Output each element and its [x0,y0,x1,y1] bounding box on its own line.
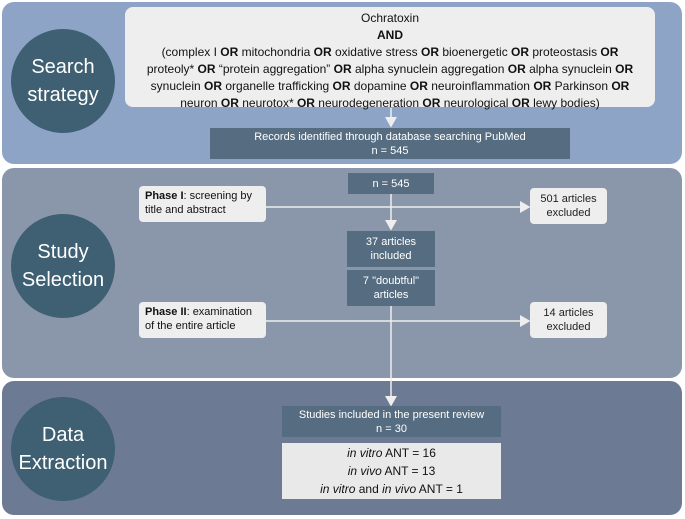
both-and: and [355,482,383,496]
included-37-count: 37 articles [365,236,417,248]
phase-1-box: Phase I: screening by title and abstract [139,186,266,222]
excluded-501-count: 501 articles [540,193,597,205]
query-line-1: (complex I OR mitochondria OR oxidative … [161,45,619,59]
query-line-3: synuclein OR organelle trafficking OR do… [150,79,630,93]
phase-2-title: Phase II [145,306,187,318]
in-vitro-term: in vitro [347,446,383,460]
studies-included-count: n = 30 [376,422,407,435]
records-label: Records identified through database sear… [254,130,526,143]
records-box: Records identified through database sear… [210,128,570,159]
n-545-box: n = 545 [348,173,434,194]
included-37-box: 37 articles included [347,231,435,267]
query-and: AND [377,28,403,42]
in-vitro-count: ANT = 16 [382,446,436,460]
phase-1-desc: : screening by title and abstract [145,190,253,216]
results-breakdown-box: in vitro ANT = 16 in vivo ANT = 13 in vi… [282,443,501,499]
phase-1-title: Phase I [145,190,184,202]
records-count: n = 545 [371,144,409,157]
n-545-label: n = 545 [372,177,410,190]
studies-included-label: Studies included in the present review [298,408,485,421]
in-vivo-term: in vivo [347,464,382,478]
in-vivo-count: ANT = 13 [381,464,436,478]
studies-included-box: Studies included in the present review n… [282,406,501,437]
search-strategy-circle: Search strategy [11,29,115,133]
study-selection-circle: Study Selection [11,214,115,318]
excluded-14-count: 14 articles [543,307,594,319]
query-line-2: proteoly* OR “protein aggregation” OR al… [146,62,634,76]
doubtful-label: articles [373,289,409,301]
doubtful-box: 7 "doubtful" articles [347,270,435,306]
data-extraction-circle: Data Extraction [11,397,115,501]
excluded-14-label: excluded [546,321,591,333]
in-vivo-row: in vivo ANT = 13 [282,462,501,480]
included-37-label: included [370,250,412,262]
query-line-4: neuron OR neurotox* OR neurodegeneration… [180,96,600,110]
excluded-14-box: 14 articles excluded [530,302,607,338]
excluded-501-box: 501 articles excluded [530,188,607,224]
doubtful-count: 7 "doubtful" [362,275,420,287]
both-term-2: in vivo [382,482,417,496]
both-row: in vitro and in vivo ANT = 1 [282,480,501,498]
in-vitro-row: in vitro ANT = 16 [282,444,501,462]
both-count: ANT = 1 [416,482,463,496]
excluded-501-label: excluded [546,207,591,219]
phase-2-desc: : examination of the entire article [145,306,253,332]
both-term-1: in vitro [320,482,356,496]
search-query-box: Ochratoxin AND (complex I OR mitochondri… [125,7,655,110]
phase-2-box: Phase II: examination of the entire arti… [139,302,266,338]
query-keyword: Ochratoxin [360,11,420,25]
